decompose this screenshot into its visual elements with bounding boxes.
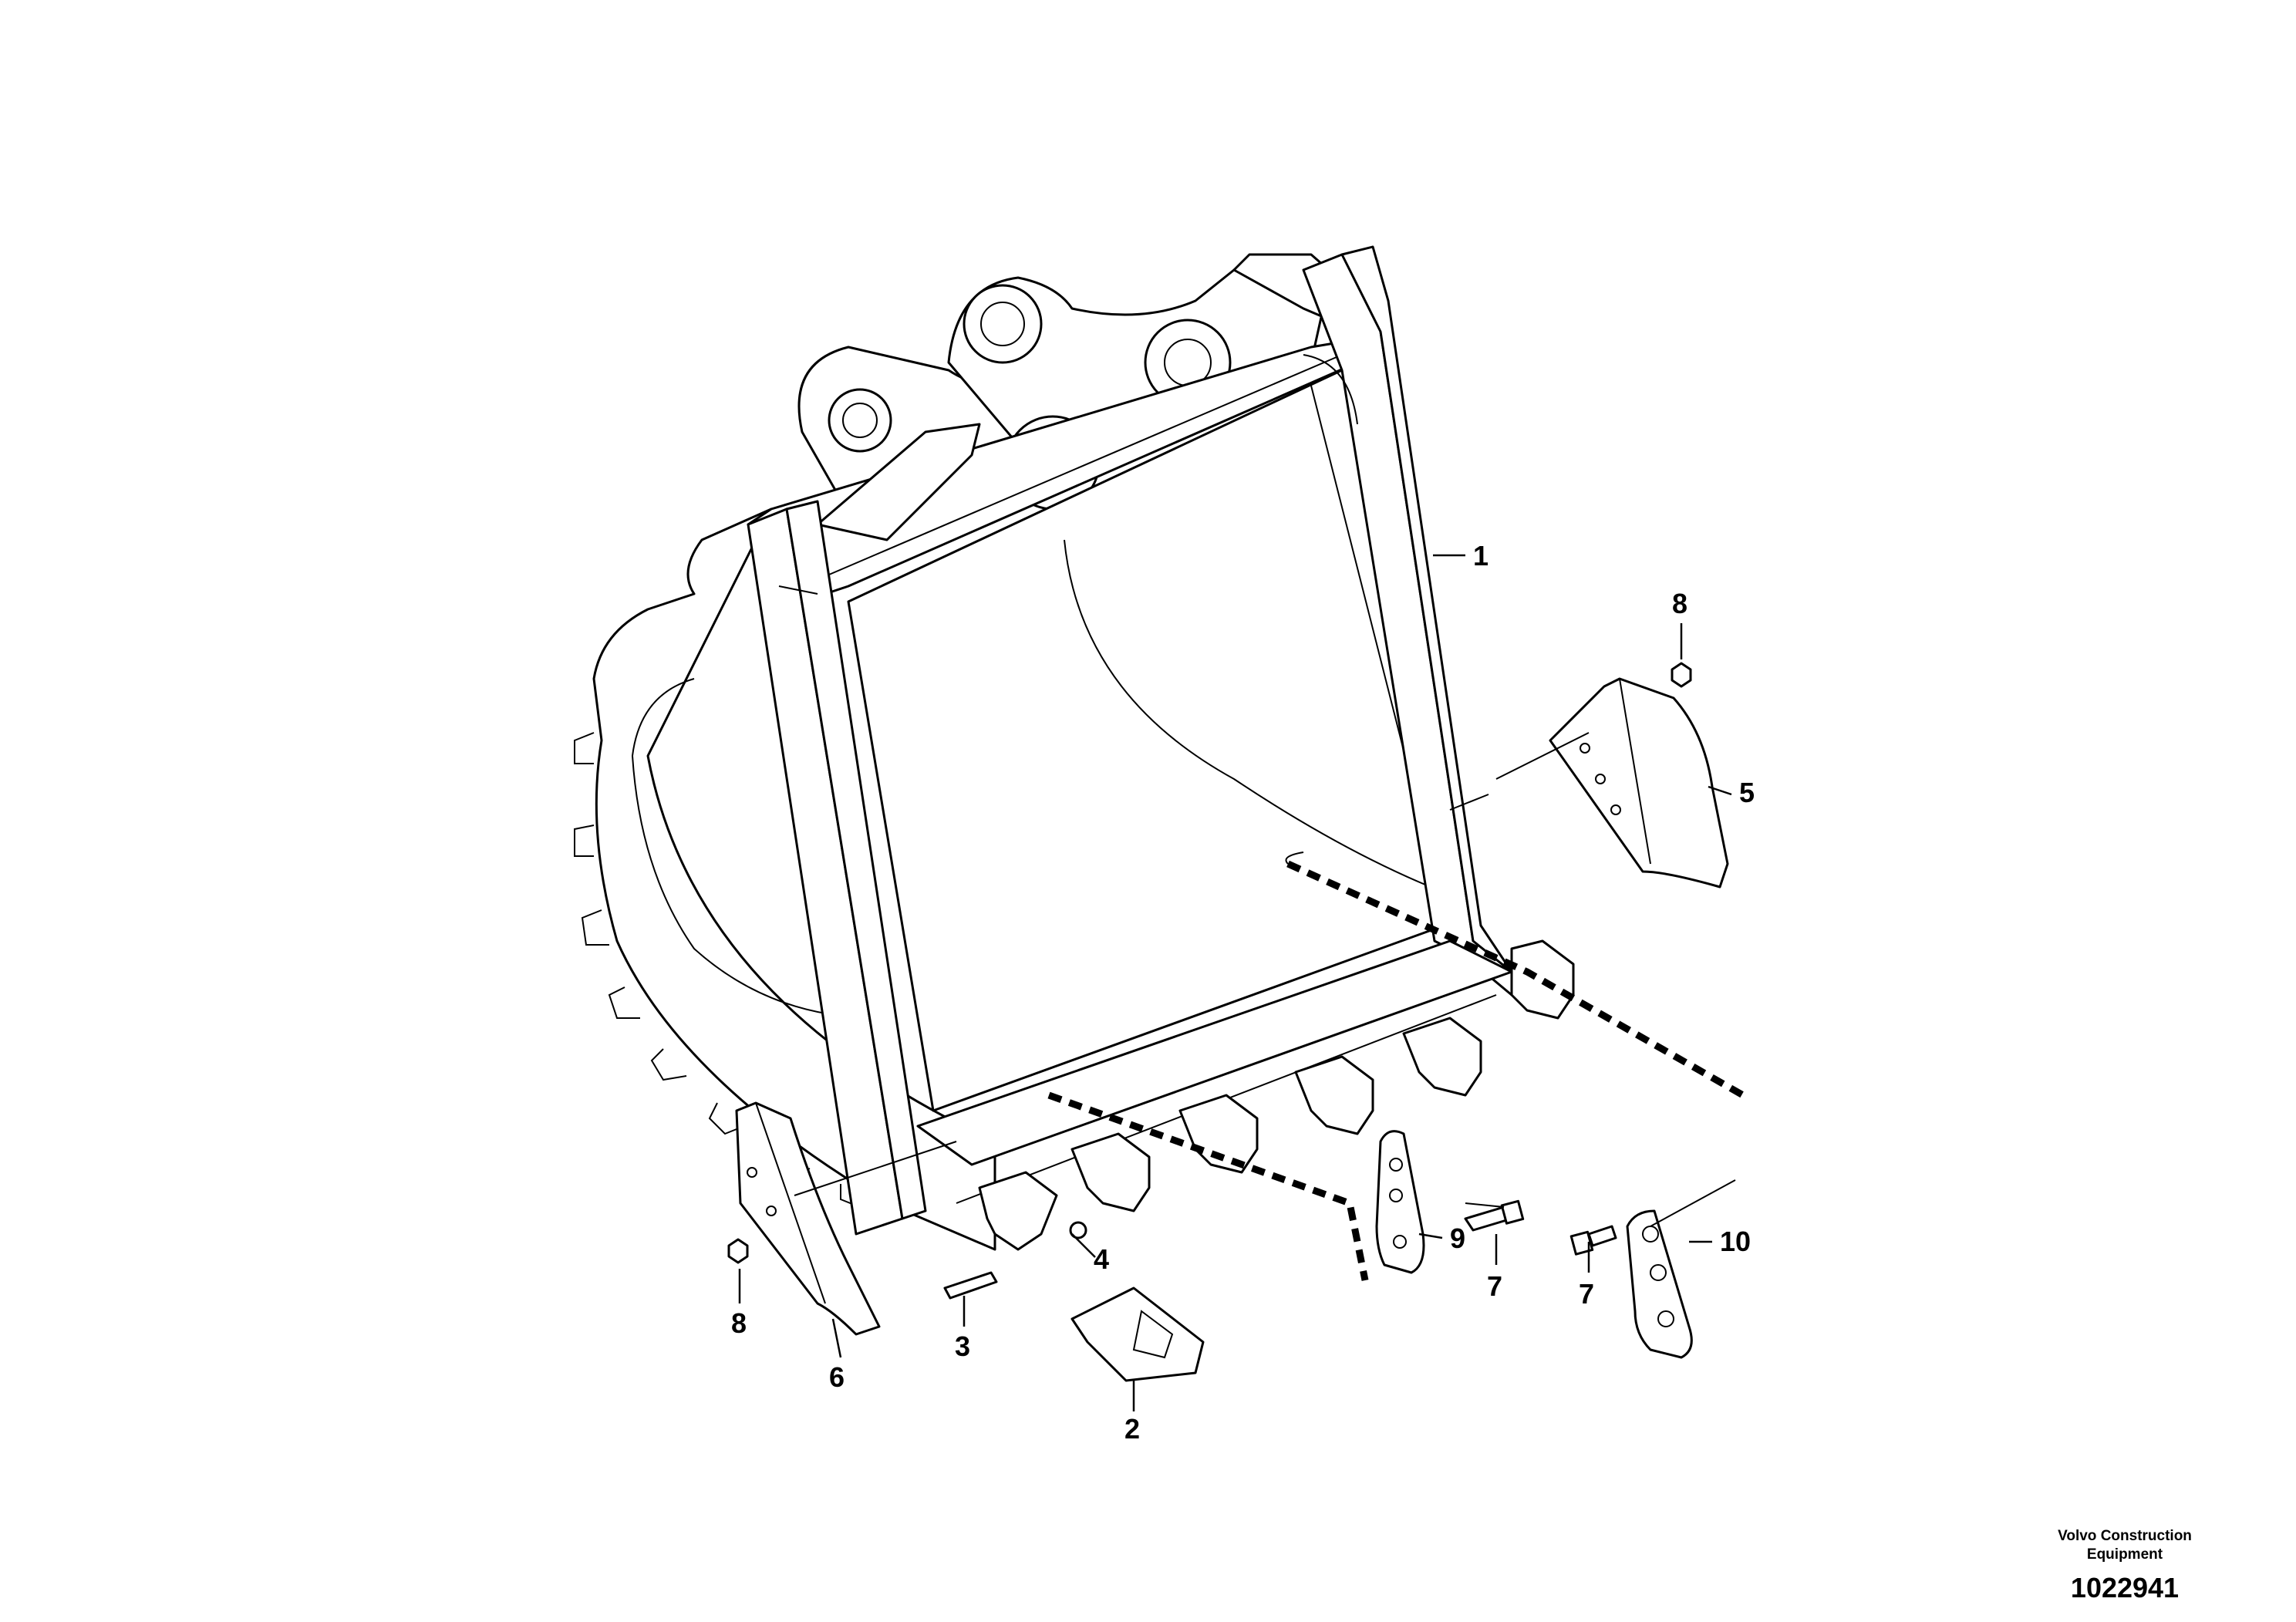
- credit-line-1: Volvo Construction: [2058, 1528, 2192, 1544]
- callout-2: 2: [1124, 1413, 1140, 1445]
- callout-labels: 1 2 3 4 5 6 7 7 8 8 9 10: [731, 540, 1755, 1445]
- callout-4: 4: [1094, 1243, 1109, 1275]
- assembly-lines: [794, 732, 1736, 1227]
- callout-9: 9: [1450, 1222, 1465, 1254]
- callout-3: 3: [955, 1330, 970, 1362]
- callout-7a: 7: [1487, 1270, 1502, 1302]
- document-number: 1022941: [2071, 1572, 2179, 1603]
- pin-part-3: [943, 1271, 998, 1300]
- callout-leaders: [738, 554, 1732, 1411]
- callout-1: 1: [1473, 540, 1489, 572]
- callout-5: 5: [1739, 777, 1755, 808]
- title-block: Volvo Construction Equipment 1022941: [2058, 1528, 2192, 1603]
- plate-part-9: [1375, 1130, 1425, 1274]
- tooth-part-2: [1070, 1286, 1205, 1382]
- side-cutter-part-5: [1549, 677, 1729, 889]
- bolts-part-7: [1464, 1199, 1617, 1256]
- nuts-part-8: [727, 662, 1692, 1264]
- dashed-assembly-lines: [1047, 851, 1745, 1281]
- tooth-adapters: [978, 939, 1575, 1251]
- credit-line-2: Equipment: [2087, 1546, 2163, 1563]
- callout-8b: 8: [731, 1307, 747, 1339]
- retainer-part-4: [1069, 1221, 1087, 1239]
- side-cutter-part-6: [735, 1101, 881, 1336]
- callout-6: 6: [829, 1361, 845, 1393]
- bucket-body: [574, 245, 1513, 1251]
- callout-10: 10: [1720, 1226, 1751, 1257]
- callout-7b: 7: [1579, 1278, 1594, 1310]
- plate-part-10: [1626, 1209, 1693, 1359]
- callout-8a: 8: [1672, 588, 1687, 619]
